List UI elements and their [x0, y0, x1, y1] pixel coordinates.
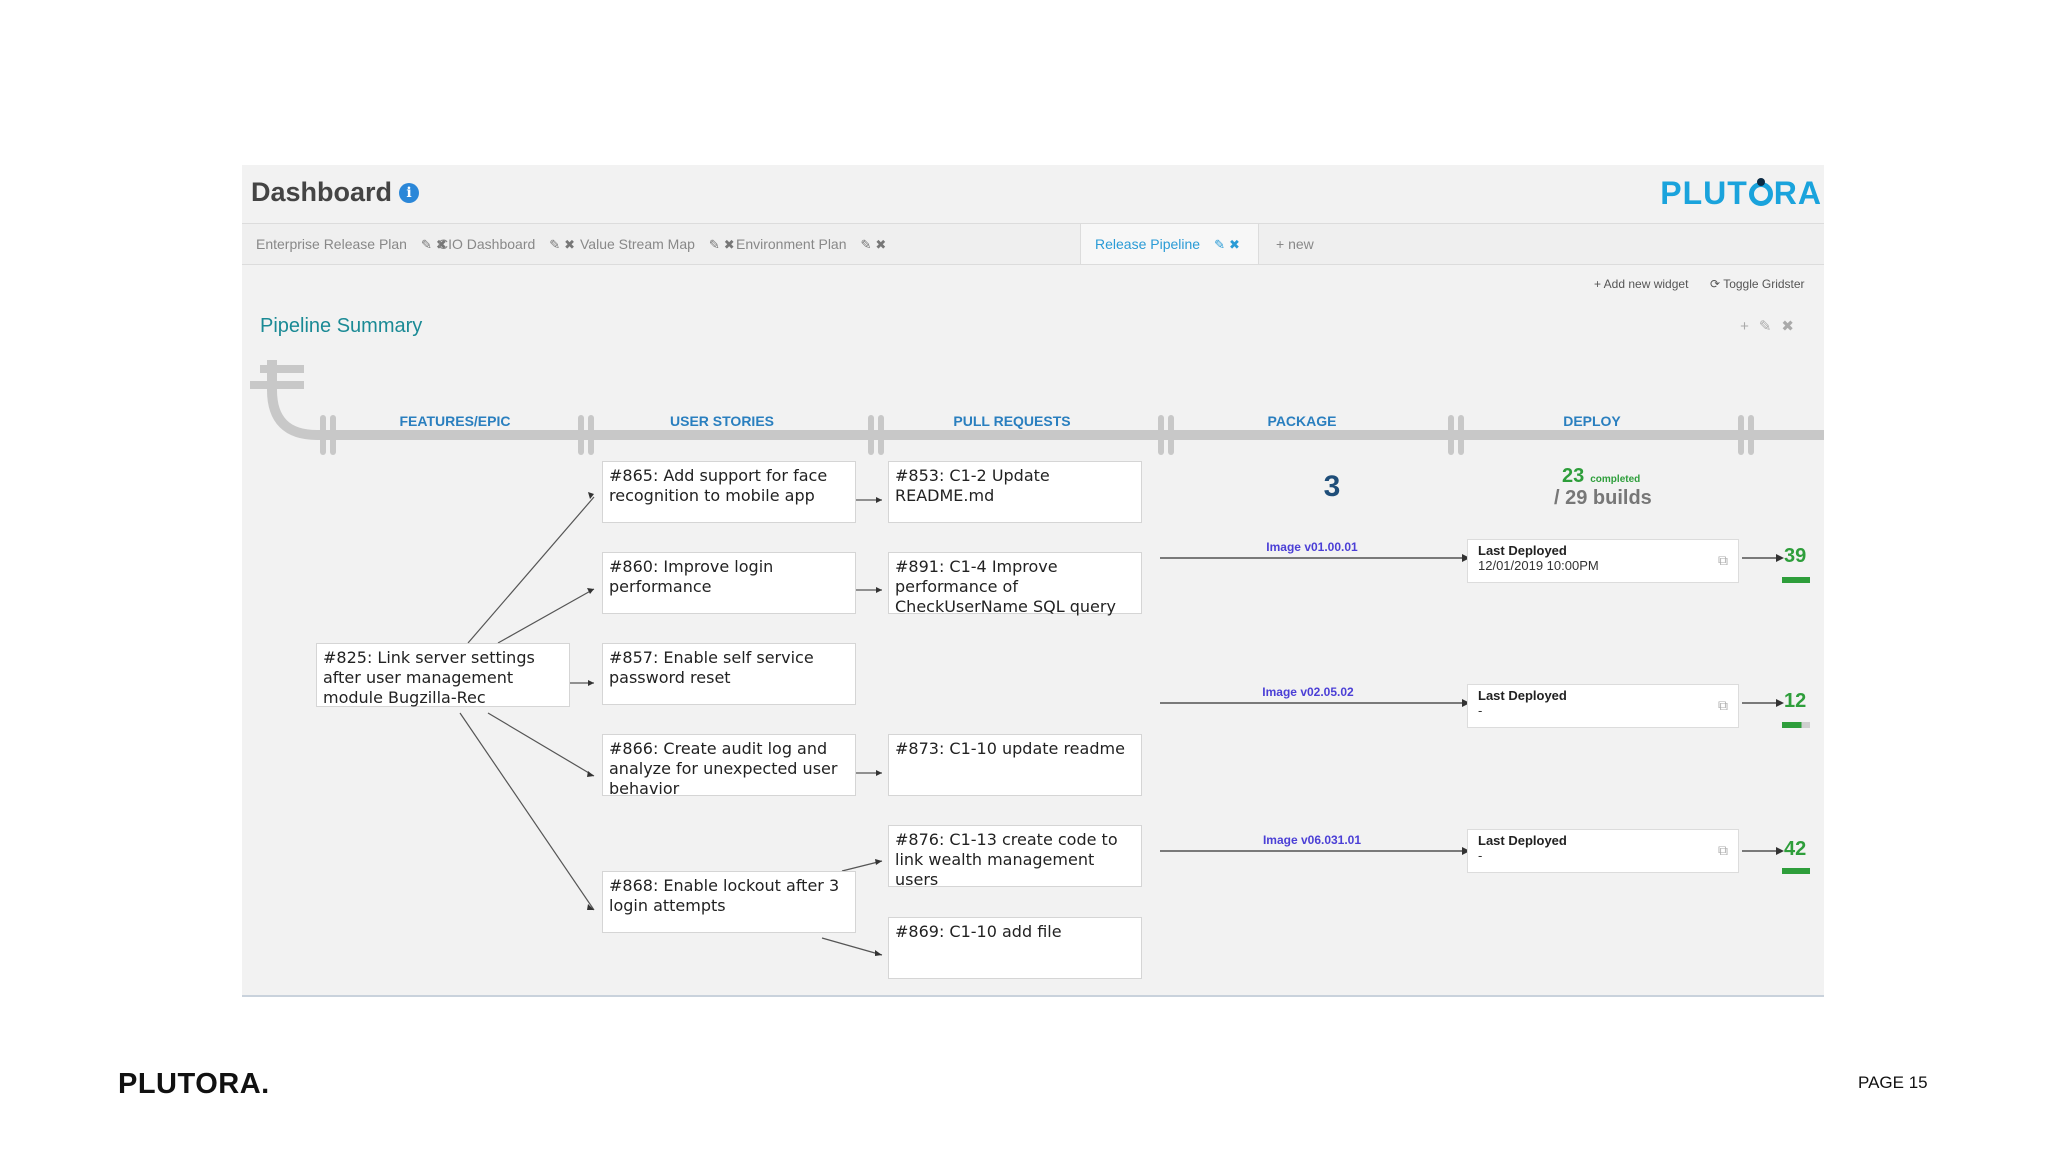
tab-cio-dashboard[interactable]: CIO Dashboard✎✖	[438, 236, 580, 252]
widget-title: Pipeline Summary	[260, 315, 423, 337]
story-card[interactable]: #857: Enable self service password reset	[602, 643, 856, 705]
footer-logo: PLUTORA.	[118, 1068, 270, 1100]
stage-features: FEATURES/EPIC	[399, 413, 511, 429]
dashboard-tabs: Enterprise Release Plan✎✖ CIO Dashboard✎…	[242, 223, 1824, 265]
pull-request-card[interactable]: #869: C1-10 add file	[888, 917, 1142, 979]
builds-total: / 29 builds	[1554, 487, 1652, 509]
pipeline-graphics	[250, 360, 1824, 956]
pull-request-card[interactable]: #853: C1-2 Update README.md	[888, 461, 1142, 523]
stage-user-stories: USER STORIES	[670, 413, 774, 429]
environment-status-bar	[1782, 577, 1810, 583]
pipe-valve	[260, 365, 304, 373]
external-link-icon[interactable]: ⧉	[1718, 842, 1728, 858]
add-widget-button[interactable]: + Add new widget	[1594, 277, 1689, 291]
tab-value-stream-map[interactable]: Value Stream Map✎✖	[580, 236, 739, 252]
deploy-card[interactable]: Last Deployed- ⧉	[1467, 684, 1739, 728]
close-icon[interactable]: ✖	[1781, 318, 1804, 335]
image-label[interactable]: Image v06.031.01	[1262, 833, 1362, 847]
toggle-gridster-button[interactable]: ⟳ Toggle Gridster	[1710, 277, 1805, 291]
pull-request-card[interactable]: #873: C1-10 update readme	[888, 734, 1142, 796]
connector-lines	[459, 496, 1780, 956]
environment-count[interactable]: 42	[1784, 838, 1807, 860]
story-card[interactable]: #868: Enable lockout after 3 login attem…	[602, 871, 856, 933]
stage-deploy: DEPLOY	[1563, 413, 1621, 429]
tab-edit-close-icons[interactable]: ✎✖	[549, 237, 580, 252]
story-card[interactable]: #860: Improve login performance	[602, 552, 856, 614]
external-link-icon[interactable]: ⧉	[1718, 552, 1728, 568]
environment-status-bar	[1782, 722, 1810, 728]
pipe-joints	[320, 415, 1754, 455]
package-count: 3	[1323, 470, 1341, 503]
stage-package: PACKAGE	[1267, 413, 1337, 429]
stage-pull-requests: PULL REQUESTS	[953, 413, 1071, 429]
pull-request-card[interactable]: #891: C1-4 Improve performance of CheckU…	[888, 552, 1142, 616]
tab-enterprise-release-plan[interactable]: Enterprise Release Plan✎✖	[256, 236, 451, 252]
edit-icon[interactable]: ✎	[1758, 318, 1782, 335]
pipe-valve	[250, 381, 304, 389]
story-card[interactable]: #866: Create audit log and analyze for u…	[602, 734, 856, 798]
page-number: PAGE 15	[1858, 1073, 1928, 1092]
tab-new[interactable]: + new	[1276, 236, 1314, 252]
deploy-card[interactable]: Last Deployed- ⧉	[1467, 829, 1739, 873]
story-card[interactable]: #865: Add support for face recognition t…	[602, 461, 856, 523]
environment-status-bar	[1782, 868, 1810, 874]
external-link-icon[interactable]: ⧉	[1718, 697, 1728, 713]
environment-count[interactable]: 39	[1784, 545, 1807, 567]
tab-edit-close-icons[interactable]: ✎✖	[708, 237, 739, 252]
image-label[interactable]: Image v01.00.01	[1266, 540, 1358, 554]
feature-card[interactable]: #825: Link server settings after user ma…	[316, 643, 570, 707]
arrowheads	[587, 492, 1784, 956]
tab-edit-close-icons[interactable]: ✎✖	[860, 237, 891, 252]
pipe	[267, 360, 1824, 440]
tab-environment-plan[interactable]: Environment Plan✎✖	[736, 236, 891, 252]
widget-actions: +✎✖	[1740, 317, 1804, 335]
environment-count[interactable]: 12	[1784, 690, 1807, 712]
image-label[interactable]: Image v02.05.02	[1262, 685, 1354, 699]
page-title: Dashboard	[251, 177, 393, 207]
refresh-icon: ⟳	[1710, 277, 1721, 291]
info-icon[interactable]: i	[399, 183, 419, 203]
pull-request-card[interactable]: #876: C1-13 create code to link wealth m…	[888, 825, 1142, 889]
plus-icon[interactable]: +	[1740, 318, 1759, 335]
tab-edit-close-icons[interactable]: ✎✖	[1214, 237, 1244, 252]
tab-release-pipeline[interactable]: Release Pipeline✎✖	[1080, 224, 1259, 264]
tab-edit-close-icons[interactable]: ✎✖	[420, 237, 451, 252]
